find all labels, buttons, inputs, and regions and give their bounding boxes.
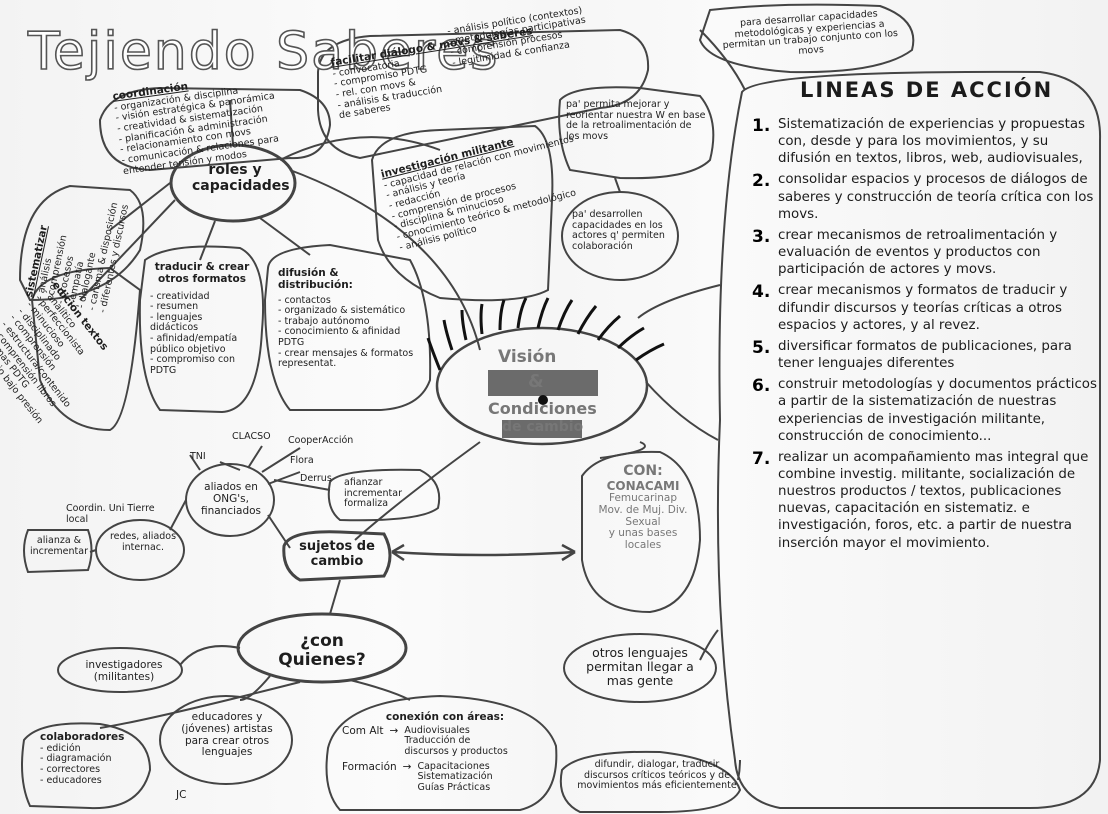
lineas-panel-outline <box>716 70 1102 809</box>
line-number: 1. <box>752 116 771 136</box>
con-label: CON: <box>623 463 663 479</box>
list-item: Guías Prácticas <box>417 781 491 793</box>
con-item: Femucarinap <box>608 492 677 505</box>
line-number: 4. <box>752 282 771 303</box>
roles-node: roles y capacidades <box>192 162 290 194</box>
line-number: 7. <box>752 448 771 469</box>
aliados-ong-node: aliados en ONG's, financiados <box>200 481 262 517</box>
con-box: CON: CONACAMI Femucarinap Mov. de Muj. D… <box>592 463 694 552</box>
list-item: Capacitaciones <box>417 760 490 772</box>
note-pa-desarrollen: pa' desarrollen capacidades en los actor… <box>572 209 665 252</box>
center-node-outline <box>435 326 649 446</box>
line-text: crear mecanismos y formatos de traducir … <box>778 283 1068 333</box>
list-item: correctores <box>40 764 124 776</box>
otros-lenguajes-note: otros lenguajes permitan llegar a mas ge… <box>586 645 694 688</box>
colaboradores-box: colaboradores edición diagramación corre… <box>40 731 125 787</box>
list-item: educadores <box>40 775 124 787</box>
con-item: Mov. de Muj. Div. Sexual <box>598 503 688 528</box>
educadores-node: educadores y (jóvenes) artistas para cre… <box>181 711 273 759</box>
line-number: 3. <box>752 226 771 247</box>
line-number: 2. <box>752 171 771 192</box>
con-item: CONACAMI <box>606 478 680 493</box>
line-text: construir metodologías y documentos prác… <box>778 377 1097 444</box>
org-derrus: Derrus <box>300 473 332 484</box>
line-number: 5. <box>752 337 771 358</box>
list-item: 1. Sistematización de experiencias y pro… <box>752 116 1102 167</box>
lineas-title: LINEAS DE ACCIÓN <box>800 78 1054 102</box>
center-de-cambio: de cambio <box>502 419 584 435</box>
list-item: 7. realizar un acompañamiento mas integr… <box>752 449 1102 552</box>
list-item: compromiso con PDTG <box>150 354 250 376</box>
difusion-box: difusión & distribución: contactos organ… <box>278 267 418 370</box>
list-item: 5. diversificar formatos de publicacione… <box>752 338 1102 372</box>
redes-node: redes, aliados internac. <box>109 531 177 553</box>
org-flora: Flora <box>290 455 314 466</box>
traducir-box: traducir & crear otros formatos creativi… <box>150 261 256 377</box>
list-item: Sistematización <box>417 771 493 783</box>
line-text: consolidar espacios y procesos de diálog… <box>778 172 1094 222</box>
difundir-note: difundir, dialogar, traducir discursos c… <box>577 759 737 792</box>
line-text: realizar un acompañamiento mas integral … <box>778 449 1089 551</box>
center-amp: & <box>528 371 544 392</box>
list-item: resumen <box>150 301 256 313</box>
colaboradores-title: colaboradores <box>40 731 125 743</box>
list-item: Traducción de discursos y productos <box>404 735 508 757</box>
org-clacso: CLACSO <box>232 431 271 442</box>
list-item: organizado & sistemático <box>278 305 408 317</box>
list-item: diagramación <box>40 754 124 765</box>
list-item: edición <box>40 743 124 755</box>
redaction-block <box>488 370 598 396</box>
center-condiciones: Condiciones <box>488 399 597 418</box>
com-alt-label: Com Alt <box>342 724 384 737</box>
investigadores-node: investigadores (militantes) <box>85 659 163 683</box>
traducir-title: traducir & crear otros formatos <box>154 261 250 285</box>
con-item: y unas bases locales <box>608 527 678 552</box>
list-item: trabajo autónomo <box>278 316 418 328</box>
list-item: 3. crear mecanismos de retroalimentación… <box>752 227 1102 278</box>
con-quienes-node: ¿con Quienes? <box>278 631 366 671</box>
line-number: 6. <box>752 376 771 397</box>
lineas-list: 1. Sistematización de experiencias y pro… <box>752 116 1102 556</box>
list-item: 2. consolidar espacios y procesos de diá… <box>752 171 1102 222</box>
conexion-box: conexión con áreas: Com Alt → Audiovisua… <box>342 711 548 794</box>
list-item: lenguajes didácticos <box>150 312 250 334</box>
list-item: conocimiento & afinidad PDTG <box>278 326 408 348</box>
org-tni: TNI <box>190 451 206 462</box>
alianzas-note: afianzar incrementar formaliza <box>344 477 402 510</box>
difusion-title: difusión & distribución: <box>278 267 353 291</box>
sujetos-node: sujetos de cambio <box>299 539 375 569</box>
list-item: contactos <box>278 295 418 307</box>
formacion-label: Formación <box>342 760 397 773</box>
center-vision: Visión <box>498 347 557 367</box>
line-text: Sistematización de experiencias y propue… <box>778 117 1086 167</box>
line-text: diversificar formatos de publicaciones, … <box>778 338 1072 372</box>
org-cooperaccion: CooperAcción <box>288 435 354 446</box>
list-item: Audiovisuales <box>404 724 470 736</box>
coordinadora-note: Coordin. Uni Tierre local <box>66 503 155 525</box>
alianza-incrementar-note: alianza & incrementar <box>30 535 88 557</box>
conexion-title: conexión con áreas: <box>385 711 505 723</box>
list-item: afinidad/empatía público objetivo <box>150 333 256 355</box>
list-item: 6. construir metodologías y documentos p… <box>752 376 1102 445</box>
line-text: crear mecanismos de retroalimentación y … <box>778 227 1058 278</box>
list-item: crear mensajes & formatos representat. <box>278 348 418 370</box>
list-item: 4. crear mecanismos y formatos de traduc… <box>752 282 1102 333</box>
note-pa-permita: pa' permita mejorar y reorientar nuestra… <box>566 99 706 142</box>
jc-note: JC <box>176 789 187 801</box>
list-item: creatividad <box>150 291 256 303</box>
